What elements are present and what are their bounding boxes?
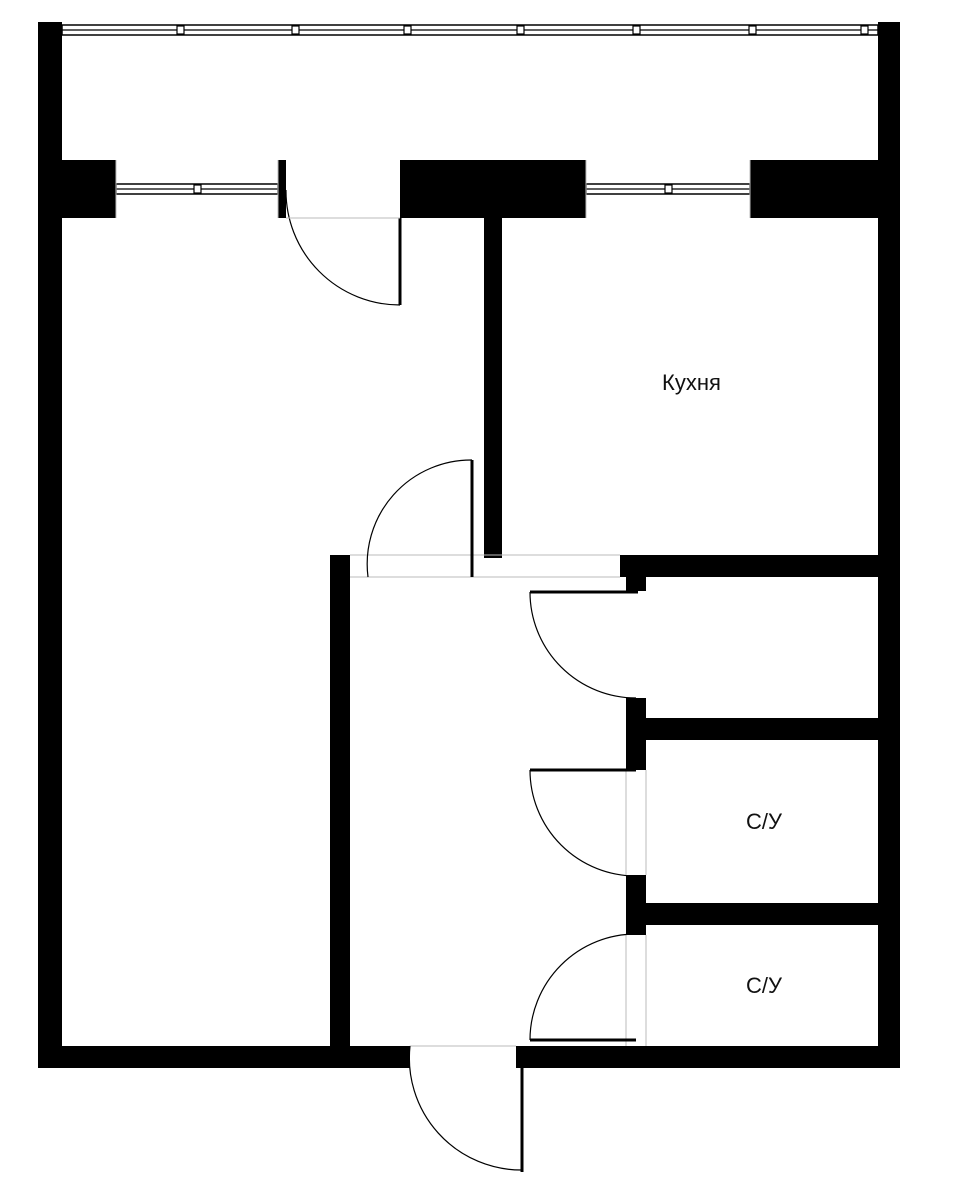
kitchen-bottom-wall: [620, 555, 878, 577]
closet-door: [529, 590, 638, 699]
bathroom-2-label: С/У: [746, 973, 783, 998]
entrance-door: [408, 1045, 524, 1172]
opening-outlines: [350, 554, 647, 1047]
wc-divider-wall: [646, 903, 878, 925]
bottom-wall-left: [38, 1046, 410, 1068]
kitchen-label: Кухня: [662, 370, 721, 395]
outer-walls: [38, 22, 900, 1068]
balcony-wall-segment-3: [400, 160, 586, 218]
kitchen-living-partition: [484, 218, 502, 558]
balcony-door: [285, 189, 402, 306]
balcony-wall-segment-1: [62, 160, 116, 218]
bathroom-1-door: [529, 768, 637, 877]
bottom-door-jamb-right: [516, 1046, 528, 1068]
balcony-wall: [62, 160, 878, 218]
closet-bottom-wall: [646, 718, 878, 740]
hallway-left-wall: [330, 555, 350, 1050]
balcony-wall-segment-2: [278, 160, 286, 218]
living-room-door: [366, 459, 474, 578]
balcony-wall-segment-4: [750, 160, 878, 218]
bottom-wall-right: [526, 1046, 900, 1068]
right-outer-wall: [878, 22, 900, 1068]
wc1-jamb: [626, 875, 646, 935]
balcony-glazing: [61, 24, 879, 36]
bathroom-2-door: [529, 933, 637, 1042]
left-outer-wall: [38, 22, 62, 1068]
living-room-window: [115, 160, 279, 218]
bathroom-1-label: С/У: [746, 809, 783, 834]
kitchen-window: [585, 160, 751, 218]
closet-right-jamb-1: [626, 698, 646, 770]
kitchen-bottom-stub: [626, 577, 646, 591]
interior-walls: [330, 218, 878, 1050]
